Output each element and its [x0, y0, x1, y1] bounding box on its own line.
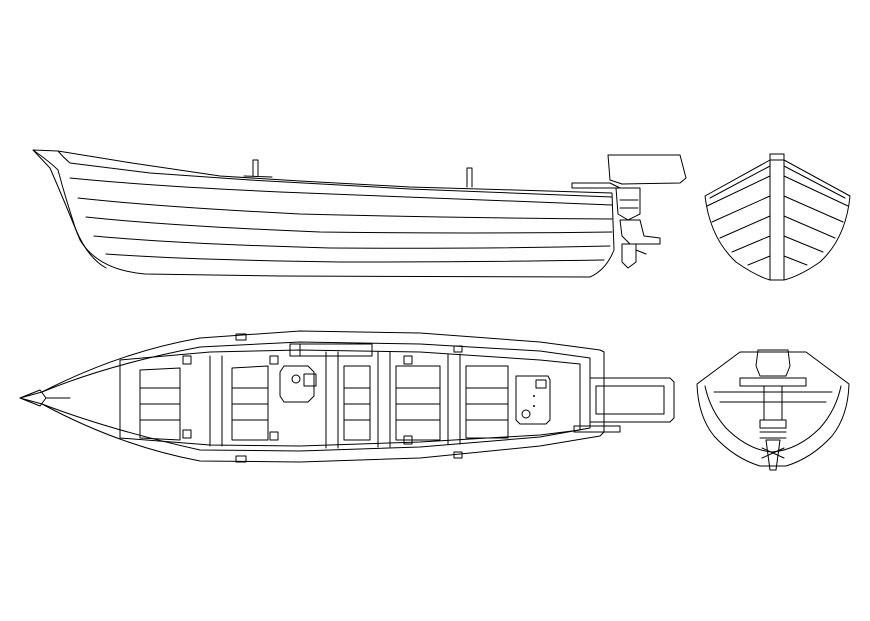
side-plank-line-4 [93, 235, 611, 249]
plan-center-hatch [279, 365, 317, 403]
stern-outboard-motor [739, 349, 807, 471]
stern-transom [713, 391, 833, 403]
side-stem-post [32, 149, 107, 269]
plan-floorboards [139, 351, 509, 449]
bow-plank-lines-right [783, 175, 849, 266]
side-plank-line-3 [85, 216, 613, 234]
side-view [32, 149, 687, 278]
side-plank-line-5 [105, 253, 605, 263]
plan-bow-point [19, 389, 71, 407]
bow-inner-gunwale [709, 165, 846, 199]
side-plank-line-2 [77, 197, 613, 220]
stern-inner-gunwale [704, 385, 842, 453]
side-plank-line-1 [69, 177, 613, 206]
bow-front-view [704, 153, 851, 281]
plan-seat-bench [289, 343, 373, 357]
side-hull-outline [32, 149, 615, 278]
stern-hull-outline [696, 351, 850, 467]
bow-stem [769, 153, 785, 281]
bow-hull-outline [704, 159, 851, 281]
side-sheer-line [57, 150, 613, 198]
plan-cleats [182, 333, 463, 463]
side-oarlock-post-2 [466, 167, 473, 188]
plan-outboard-motor [573, 377, 675, 433]
plan-stern-hatch [515, 375, 551, 425]
bow-plank-lines-left [706, 175, 771, 266]
side-outboard-motor [571, 154, 687, 269]
side-oarlock-post-1 [243, 159, 273, 178]
stern-rear-view [696, 349, 850, 471]
plan-top-view [19, 330, 675, 463]
